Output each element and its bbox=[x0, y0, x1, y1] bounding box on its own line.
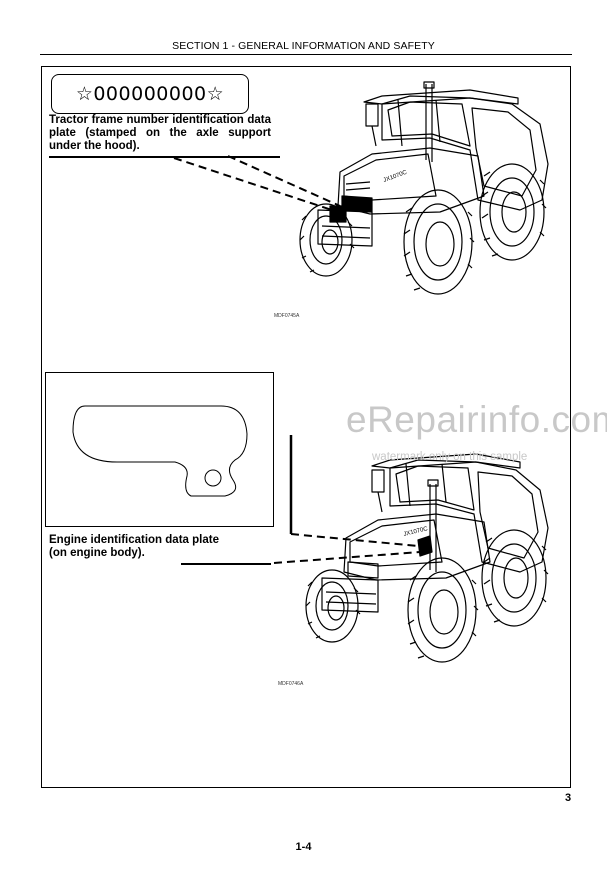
drawing-ref-bottom: MDF0746A bbox=[278, 681, 304, 687]
leader-line-bottom-2 bbox=[273, 551, 421, 564]
leader-line-top-1 bbox=[173, 157, 339, 213]
leader-line-bottom-h bbox=[290, 533, 419, 547]
engine-plate-caption: Engine identification data plate (on eng… bbox=[49, 534, 249, 560]
serial-number-box: ☆000000000☆ bbox=[51, 74, 249, 114]
frame-caption-underline bbox=[49, 156, 280, 158]
watermark-brand: eRepairinfo.com bbox=[346, 399, 607, 440]
figure-number: 3 bbox=[565, 792, 572, 804]
engine-plate-box bbox=[45, 372, 274, 527]
frame-plate-caption: Tractor frame number identification data… bbox=[49, 114, 271, 152]
watermark-note: watermark only on this sample bbox=[372, 451, 528, 463]
figure-frame bbox=[41, 66, 571, 788]
engine-caption-line1: Engine identification data plate bbox=[49, 534, 219, 546]
leader-line-top-2 bbox=[227, 155, 341, 207]
header-rule bbox=[40, 54, 572, 55]
engine-caption-line2: (on engine body). bbox=[49, 547, 145, 559]
engine-caption-underline bbox=[181, 563, 271, 565]
engine-plate-outline bbox=[72, 405, 248, 497]
page-number: 1-4 bbox=[295, 841, 312, 853]
section-header-title: SECTION 1 - GENERAL INFORMATION AND SAFE… bbox=[172, 40, 435, 52]
drawing-ref-top: MDF0745A bbox=[274, 313, 300, 319]
tractor-badge-bottom: JX1070C bbox=[403, 526, 429, 538]
